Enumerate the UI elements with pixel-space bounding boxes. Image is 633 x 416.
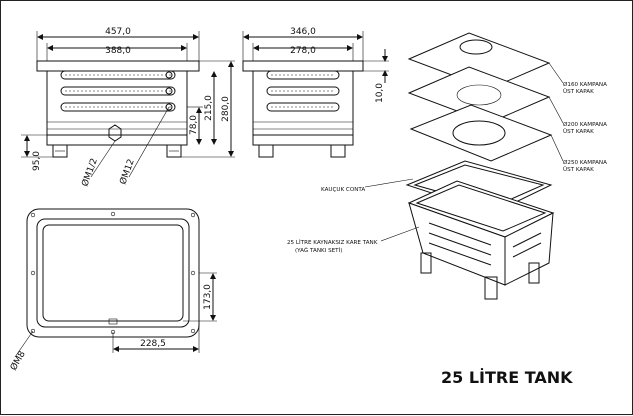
label-lid-160-b: ÜST KAPAK bbox=[563, 88, 594, 95]
dim-cutout-height: 173,0 bbox=[203, 284, 213, 310]
label-tank-a: 25 LİTRE KAYNAKSIZ KARE TANK bbox=[287, 239, 378, 246]
dim-foot-height: 95,0 bbox=[32, 151, 42, 171]
dim-flange-height: 10,0 bbox=[375, 83, 385, 103]
lid-160-hole bbox=[459, 39, 493, 55]
front-feet bbox=[52, 144, 182, 158]
dim-drain-thread: ØM12 bbox=[117, 158, 136, 186]
label-gasket: KAUÇUK CONTA bbox=[321, 187, 365, 193]
side-vents bbox=[266, 70, 340, 112]
tank-vents bbox=[428, 222, 542, 266]
label-lid-250-b: ÜST KAPAK bbox=[563, 166, 594, 173]
lid-250-hole bbox=[452, 120, 506, 146]
flange-outline bbox=[26, 208, 200, 338]
lid-200-hole bbox=[456, 84, 502, 106]
dim-top-inner: 388,0 bbox=[105, 46, 131, 56]
label-lid-200-a: Ø200 KAMPANA bbox=[563, 121, 607, 128]
dim-port-thread: ØM1/2 bbox=[79, 157, 99, 188]
dim-port-height: 78,0 bbox=[189, 115, 199, 135]
port-hex-icon bbox=[108, 124, 122, 142]
lid-250-plate bbox=[409, 104, 553, 162]
dim-side-inner: 278,0 bbox=[290, 46, 316, 56]
front-flange bbox=[36, 60, 200, 72]
dim-total-height: 280,0 bbox=[221, 96, 231, 122]
front-view: 457,0 388,0 280,0 215,0 78,0 95,0 ØM1/2 … bbox=[21, 27, 235, 188]
label-lid-250-a: Ø250 KAMPANA bbox=[563, 159, 607, 166]
dim-side-outer: 346,0 bbox=[290, 27, 316, 37]
drawing-title: 25 LİTRE TANK bbox=[441, 368, 573, 387]
dim-cutout-width: 228,5 bbox=[140, 339, 166, 349]
cutout-opening bbox=[42, 224, 184, 322]
dim-top-outer: 457,0 bbox=[105, 27, 131, 37]
exploded-view bbox=[364, 32, 564, 300]
label-tank-b: (YAĞ TANKI SETİ) bbox=[295, 247, 342, 254]
vent-plug-icon bbox=[165, 71, 173, 79]
dim-bolt-hole: ØM8 bbox=[8, 349, 28, 373]
tank-foot bbox=[420, 252, 432, 274]
label-lid-200-b: ÜST KAPAK bbox=[563, 128, 594, 135]
side-flange bbox=[242, 60, 364, 72]
side-view: 346,0 278,0 10,0 bbox=[242, 27, 389, 158]
dim-body-height: 215,0 bbox=[204, 95, 214, 121]
front-vents bbox=[60, 70, 176, 112]
bolt-holes bbox=[30, 211, 196, 335]
label-lid-160-a: Ø160 KAMPANA bbox=[563, 81, 607, 88]
top-cutout-view: 173,0 228,5 ØM8 bbox=[8, 208, 217, 373]
